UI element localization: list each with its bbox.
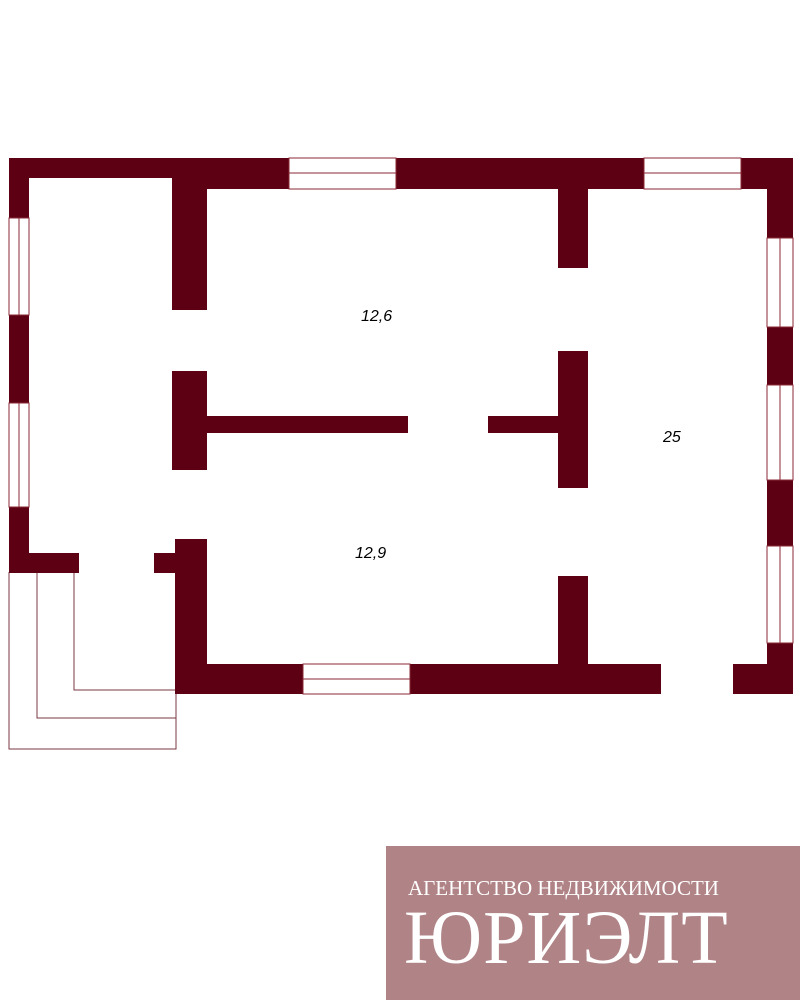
wall-partition-right (488, 416, 558, 433)
porch-step-outer (8, 572, 177, 750)
window-right-2 (766, 384, 794, 481)
porch-steps (8, 572, 177, 750)
porch-step-middle (36, 572, 176, 719)
wall-left-mid (9, 315, 29, 403)
wall-right-bottom (767, 643, 793, 694)
window-left-upper (8, 217, 30, 316)
room-area-right: 25 (662, 429, 681, 446)
wall-top-middle (396, 158, 644, 189)
window-right-3 (766, 545, 794, 644)
wall-interior-right-top (558, 189, 588, 268)
wall-right-upper (767, 327, 793, 385)
wall-right-top (767, 158, 793, 238)
wall-interior-left-mid (172, 371, 207, 470)
logo-title: ЮРИЭЛТ (404, 896, 729, 980)
wall-interior-right-mid (558, 351, 588, 488)
wall-vestibule-left (9, 553, 79, 573)
porch-step-inner (73, 572, 176, 691)
wall-interior-right-bottom (558, 576, 588, 666)
agency-logo: АГЕНТСТВО НЕДВИЖИМОСТИ ЮРИЭЛТ (386, 846, 800, 1000)
window-top-left (288, 157, 397, 190)
windows (8, 157, 794, 695)
room-area-bottom: 12,9 (355, 545, 386, 562)
wall-interior-left-top (172, 158, 207, 310)
wall-partition-left (207, 416, 408, 433)
window-bottom (302, 663, 411, 695)
walls (9, 158, 793, 694)
wall-bottom-left (175, 664, 303, 694)
window-left-lower (8, 402, 30, 508)
window-right-1 (766, 237, 794, 328)
logo-subtitle: АГЕНТСТВО НЕДВИЖИМОСТИ (408, 876, 719, 900)
wall-left-top (9, 158, 29, 218)
room-area-top: 12,6 (361, 308, 392, 325)
wall-vestibule-right (154, 553, 176, 573)
wall-right-lower (767, 480, 793, 546)
window-top-right (643, 157, 742, 190)
wall-bottom-middle (410, 664, 661, 694)
